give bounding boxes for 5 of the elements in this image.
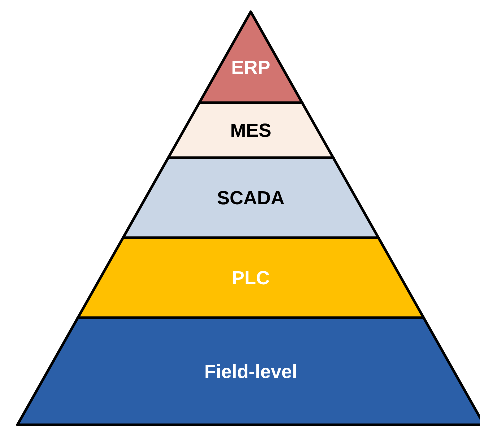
pyramid-band: PLC — [76, 236, 426, 320]
pyramid-band: SCADA — [122, 156, 380, 240]
pyramid-band: ERP — [198, 10, 304, 104]
pyramid-band: MES — [167, 102, 335, 160]
pyramid-band: Field-level — [16, 316, 480, 426]
